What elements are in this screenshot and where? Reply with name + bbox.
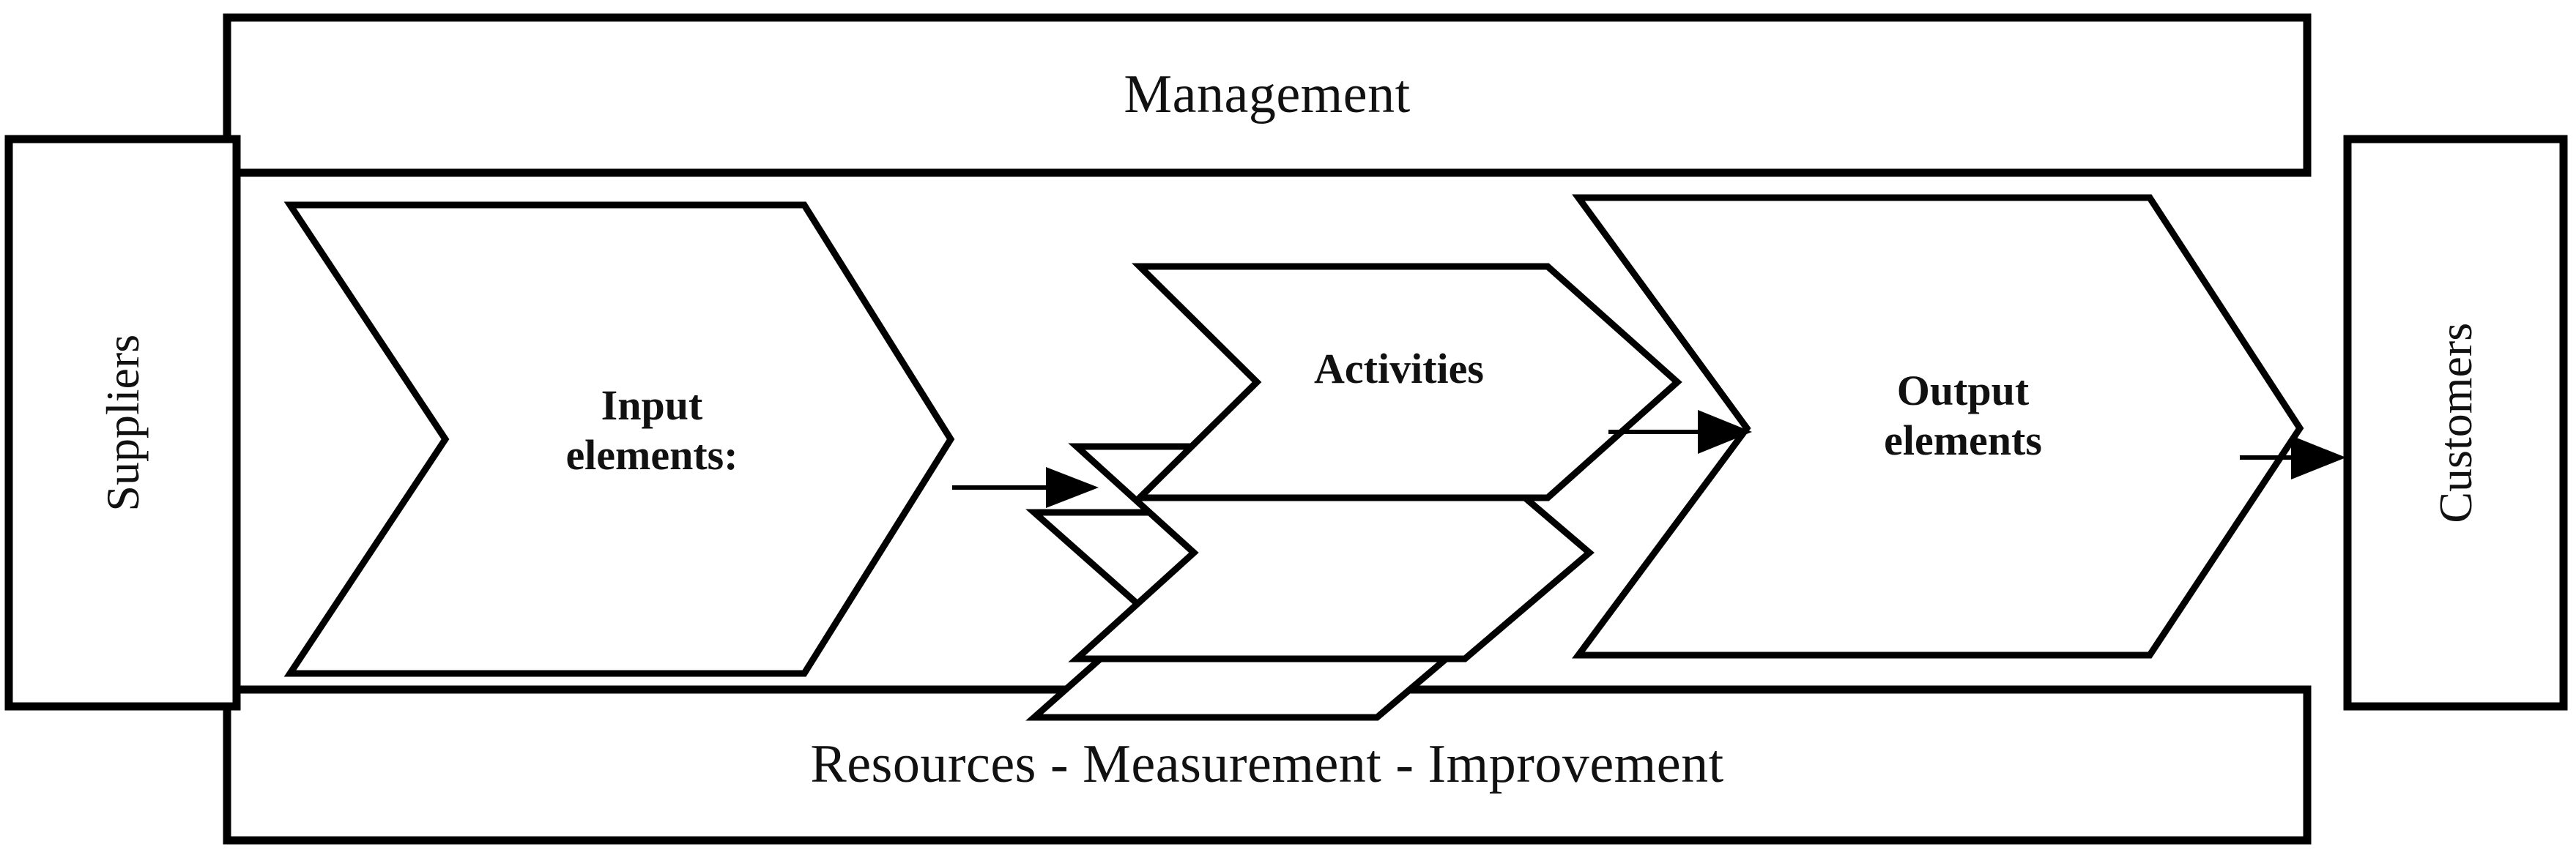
input-elements-label-line2: elements: xyxy=(565,431,738,479)
customers-label-text: Customers xyxy=(2429,322,2482,523)
activities-label: Activities xyxy=(1245,344,1553,394)
input-elements-label-line1: Input xyxy=(601,381,703,429)
activities-label-text: Activities xyxy=(1314,345,1484,392)
customers-label: Customers xyxy=(2347,139,2564,706)
suppliers-label-text: Suppliers xyxy=(96,334,149,512)
output-elements-label: Output elements xyxy=(1809,366,2117,466)
input-elements-chevron[interactable] xyxy=(283,201,955,677)
output-elements-label-line2: elements xyxy=(1884,417,2042,465)
management-label-text: Management xyxy=(1124,64,1411,125)
activities-chevron-front[interactable] xyxy=(1132,263,1682,501)
suppliers-label: Suppliers xyxy=(9,139,237,706)
resources-measurement-improvement-label: Resources - Measurement - Improvement xyxy=(227,690,2307,840)
management-box[interactable] xyxy=(223,13,2312,177)
input-elements-label: Input elements: xyxy=(513,381,791,481)
suppliers-box[interactable] xyxy=(4,135,241,711)
arrow-activities-to-output-icon xyxy=(1608,410,1752,454)
arrow-input-to-activities-icon xyxy=(952,467,1099,508)
output-elements-chevron[interactable] xyxy=(1572,194,2304,659)
customers-box[interactable] xyxy=(2343,135,2568,711)
management-label: Management xyxy=(227,18,2307,173)
arrow-output-to-customers-icon xyxy=(2240,436,2346,479)
output-elements-label-line1: Output xyxy=(1896,367,2030,414)
resources-label-text: Resources - Measurement - Improvement xyxy=(810,734,1724,795)
